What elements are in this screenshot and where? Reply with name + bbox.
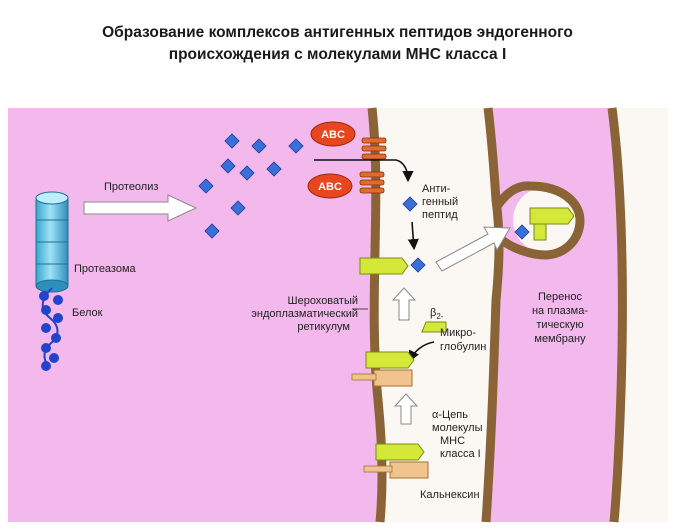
title-line-2: происхождения с молекулами МНС класса I <box>168 46 507 63</box>
label-alpha-2: молекулы <box>432 422 483 434</box>
label-calnexin: Кальнексин <box>420 489 480 501</box>
label-b2-line3: глобулин <box>440 341 486 353</box>
label-b2-line2: Микро- <box>440 327 476 339</box>
b2-microglobulin <box>421 321 447 333</box>
vesicle-membrane <box>493 181 585 260</box>
antigen-peptide <box>402 196 418 212</box>
label-alpha-4: класса I <box>440 448 481 460</box>
proteolysis-arrow <box>83 194 198 222</box>
assembly-up-arrow-2 <box>393 393 419 425</box>
peptide-transport-arrow <box>314 159 414 183</box>
abc-transporter-bottom: ABC <box>307 171 385 199</box>
label-transfer-4: мембрану <box>534 333 586 345</box>
label-er-3: ретикулум <box>297 321 350 333</box>
label-er-2: эндоплазматический <box>251 308 358 320</box>
label-antigen-peptide-2: генный <box>422 196 458 208</box>
vesicle-mhc-complex <box>514 207 575 241</box>
diagram-title: Образование комплексов антигенных пептид… <box>0 22 675 66</box>
label-alpha-3: МНС <box>440 435 465 447</box>
mhc-calnexin-complex-lower <box>363 443 429 479</box>
peptide-down-arrow <box>407 221 419 251</box>
assembly-up-arrow-1 <box>391 287 417 321</box>
mhc-calnexin-complex-middle <box>351 351 415 387</box>
abc-transporter-top: ABC <box>310 121 387 160</box>
label-protein: Белок <box>72 307 103 319</box>
title-line-1: Образование комплексов антигенных пептид… <box>102 24 573 41</box>
abc-label-1: ABC <box>321 129 345 141</box>
label-transfer-3: тическую <box>536 319 583 331</box>
label-er-1: Шероховатый <box>288 295 359 307</box>
label-antigen-peptide-3: пептид <box>422 209 458 221</box>
label-alpha-1: α-Цепь <box>432 409 468 421</box>
label-transfer-2: на плазма- <box>532 305 588 317</box>
protein-chain <box>39 287 63 371</box>
label-transfer-1: Перенос <box>538 291 582 303</box>
label-proteolysis: Протеолиз <box>104 181 158 193</box>
label-antigen-peptide-1: Анти- <box>422 183 451 195</box>
proteasome <box>35 191 69 293</box>
mhc-peptide-complex <box>359 257 426 275</box>
abc-label-2: ABC <box>318 181 342 193</box>
plasma-membrane <box>607 107 627 523</box>
er-membrane-right <box>481 107 504 523</box>
label-b2-line1: β2- <box>430 307 444 321</box>
transport-to-vesicle-arrow <box>435 226 511 272</box>
peptide-fragments <box>198 133 304 239</box>
label-proteasome: Протеазома <box>74 263 137 275</box>
right-lumen <box>616 108 668 522</box>
